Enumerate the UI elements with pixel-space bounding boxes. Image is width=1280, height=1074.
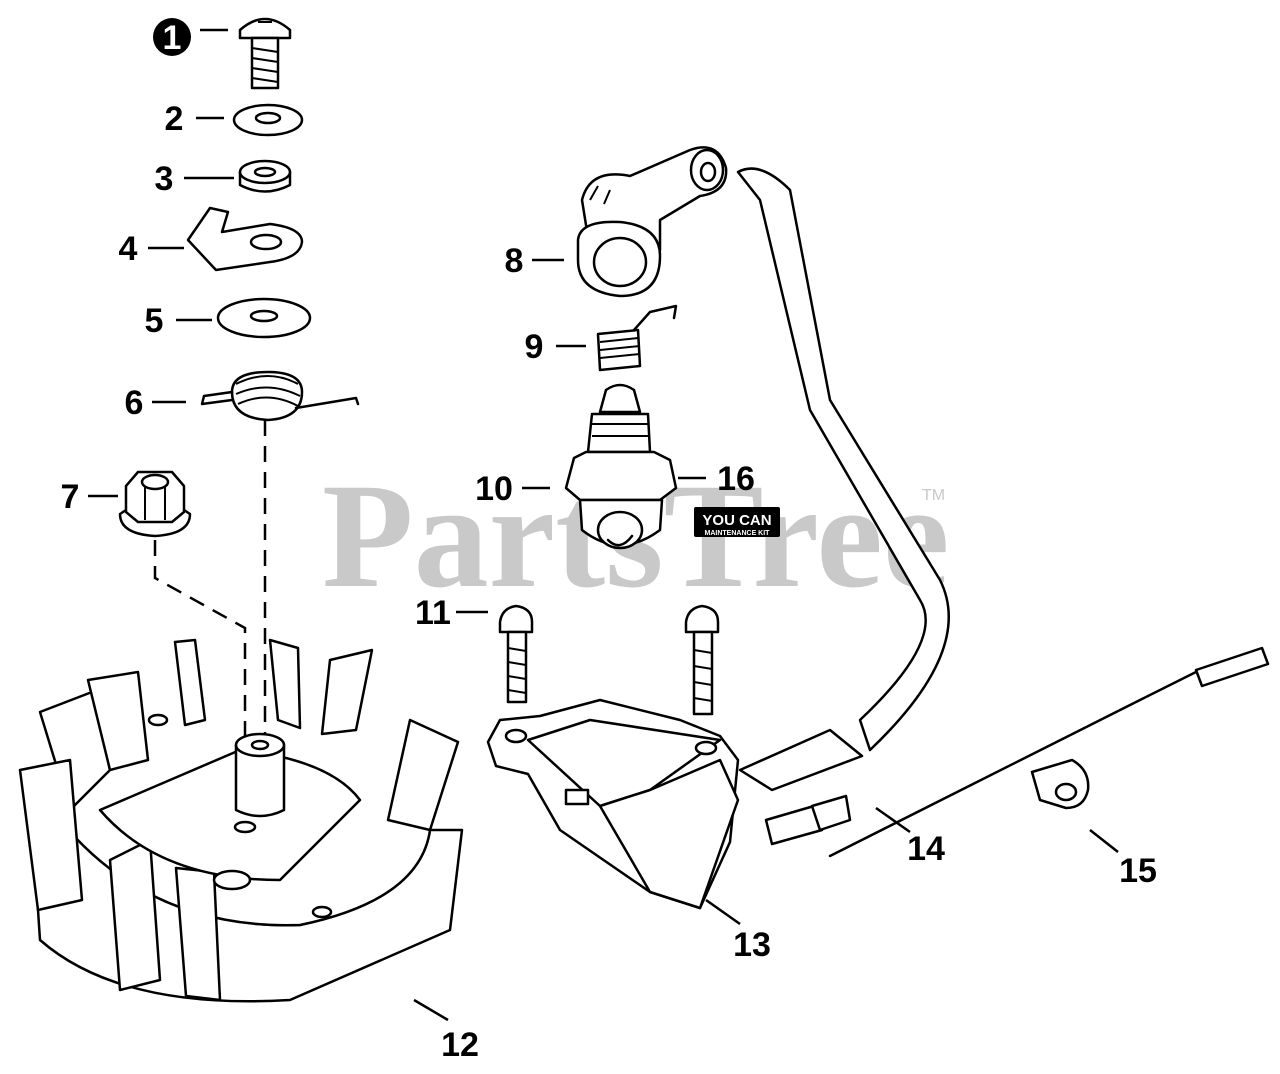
part-terminal-spring[interactable] xyxy=(596,304,678,372)
part-torsion-spring[interactable] xyxy=(200,370,360,422)
callout-1-label: 1 xyxy=(163,19,182,57)
part-kill-wire[interactable] xyxy=(764,646,1270,858)
callout-12[interactable]: 12 xyxy=(441,1026,479,1064)
part-stop-bracket[interactable] xyxy=(186,206,304,272)
callout-2[interactable]: 2 xyxy=(165,100,184,138)
callout-4[interactable]: 4 xyxy=(119,230,138,268)
part-grommet[interactable] xyxy=(1030,758,1090,810)
alignment-line-nut xyxy=(153,540,247,825)
callout-14[interactable]: 14 xyxy=(907,830,945,868)
part-flywheel[interactable] xyxy=(18,638,464,1003)
part-flange-nut[interactable] xyxy=(118,470,192,538)
callout-5[interactable]: 5 xyxy=(145,302,164,340)
part-plug-boot[interactable] xyxy=(576,146,728,298)
callout-10[interactable]: 10 xyxy=(475,470,513,508)
part-ignition-screw-right[interactable] xyxy=(684,604,720,716)
part-ignition-coil[interactable] xyxy=(486,698,740,910)
callout-13[interactable]: 13 xyxy=(733,926,771,964)
callout-11[interactable]: 11 xyxy=(415,594,451,632)
callout-1[interactable]: 1 xyxy=(153,18,191,57)
part-washer-2[interactable] xyxy=(232,103,304,137)
callout-9[interactable]: 9 xyxy=(525,328,544,366)
part-screw[interactable] xyxy=(238,17,292,90)
callout-15[interactable]: 15 xyxy=(1119,852,1157,890)
callout-6[interactable]: 6 xyxy=(125,384,144,422)
part-ignition-screw-left[interactable] xyxy=(498,604,534,704)
callout-8[interactable]: 8 xyxy=(505,242,524,280)
kit-badge-title: YOU CAN xyxy=(702,512,771,529)
callout-leaders xyxy=(88,28,1119,1022)
callout-7[interactable]: 7 xyxy=(61,478,80,516)
maintenance-kit-badge: YOU CAN MAINTENANCE KIT xyxy=(694,507,780,537)
watermark-trademark: TM xyxy=(922,487,945,504)
kit-badge-subtitle: MAINTENANCE KIT xyxy=(705,530,771,537)
part-spacer[interactable] xyxy=(238,159,292,193)
ht-lead xyxy=(736,167,950,752)
lead-sheath xyxy=(738,728,864,792)
callout-16[interactable]: 16 xyxy=(717,460,755,498)
callout-3[interactable]: 3 xyxy=(155,160,174,198)
part-washer-5[interactable] xyxy=(216,297,312,339)
part-spark-plug[interactable] xyxy=(564,383,678,550)
